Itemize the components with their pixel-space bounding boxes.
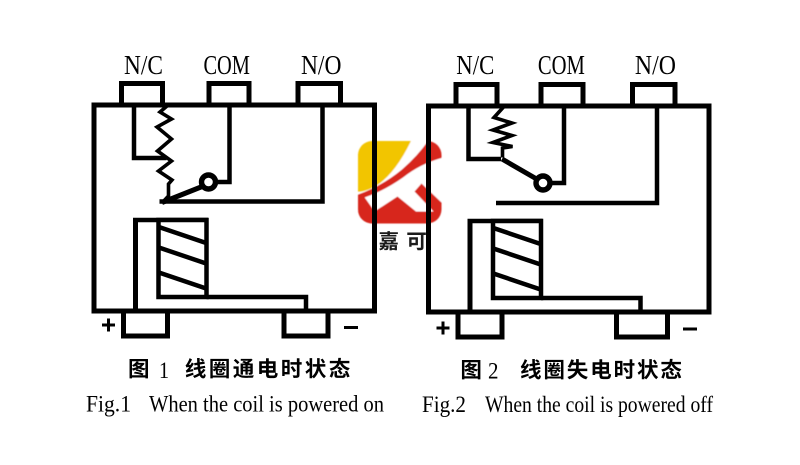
svg-text:When the coil is powered on: When the coil is powered on <box>149 392 384 418</box>
svg-text:1: 1 <box>159 358 169 383</box>
svg-text:N/O: N/O <box>635 50 676 80</box>
svg-text:2: 2 <box>488 359 499 384</box>
svg-text:N/C: N/C <box>124 50 163 80</box>
svg-text:N/C: N/C <box>456 50 494 80</box>
svg-text:COM: COM <box>538 50 585 80</box>
svg-text:Fig.2: Fig.2 <box>422 392 466 418</box>
svg-text:Fig.1: Fig.1 <box>86 392 131 418</box>
svg-text:COM: COM <box>203 50 250 80</box>
svg-text:When the coil is powered off: When the coil is powered off <box>485 392 713 418</box>
svg-text:N/O: N/O <box>301 50 342 80</box>
